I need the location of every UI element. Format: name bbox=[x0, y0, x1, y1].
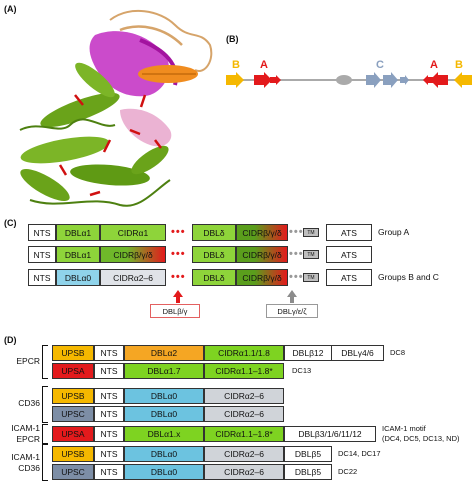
group-label: Group A bbox=[378, 227, 410, 237]
dbl-delta-box: DBLδ bbox=[192, 269, 236, 286]
ellipsis-dots: ••• bbox=[171, 248, 186, 260]
cidr-box: CIDRα2–6 bbox=[204, 446, 284, 462]
cidr-box: CIDRβ/γ/δ bbox=[100, 246, 166, 263]
group-bracket bbox=[42, 444, 48, 481]
dbl-delta-box: DBLδ bbox=[192, 224, 236, 241]
cidr-box: CIDRα1.1–1.8* bbox=[204, 363, 284, 379]
dbl-tail-box: DBLβ5 bbox=[284, 446, 332, 462]
cassette-note: DC14, DC17 bbox=[338, 449, 381, 458]
cidr-box: CIDRα2–6 bbox=[204, 406, 284, 422]
gene-letter-b-right: B bbox=[455, 59, 463, 71]
protein-structure-image bbox=[19, 9, 213, 207]
ups-box: UPSC bbox=[52, 406, 94, 422]
gene-letter-c: C bbox=[376, 59, 384, 71]
dbl-alpha-box: DBLα1.7 bbox=[124, 363, 204, 379]
nts-box: NTS bbox=[94, 388, 124, 404]
pointer-arrows bbox=[173, 290, 297, 303]
dbl-alpha-box: DBLα1 bbox=[56, 224, 100, 241]
panel-d-label: (D) bbox=[4, 335, 17, 345]
gene-arrow-c bbox=[366, 72, 381, 88]
cassette-note: DC13 bbox=[292, 366, 312, 375]
dbl-alpha-box: DBLα0 bbox=[124, 446, 204, 462]
tm-box: TM bbox=[303, 250, 319, 259]
tm-box: TM bbox=[303, 273, 319, 282]
nts-box: NTS bbox=[28, 246, 56, 263]
ups-box: UPSA bbox=[52, 426, 94, 442]
ups-box: UPSC bbox=[52, 464, 94, 480]
ellipsis-dots: ••• bbox=[289, 248, 304, 260]
receptor-group-label: CD36 bbox=[18, 398, 40, 408]
dbl-alpha-box: DBLα0 bbox=[124, 388, 204, 404]
ats-box: ATS bbox=[326, 224, 372, 241]
ats-box: ATS bbox=[326, 269, 372, 286]
gene-arrow-a-right bbox=[430, 72, 448, 88]
dbl-alpha-box: DBLα0 bbox=[56, 269, 100, 286]
dbl-beta-gamma-label: DBLβ/γ bbox=[150, 304, 200, 318]
ellipsis-dots: ••• bbox=[289, 226, 304, 238]
gene-arrow-a-left bbox=[254, 72, 272, 88]
dbl-tail-box: DBLγ4/6 bbox=[332, 345, 384, 361]
dbl-tail-box: DBLβ3/1/6/11/12 bbox=[284, 426, 376, 442]
gene-arrow-b-right bbox=[454, 72, 472, 88]
dbl-gamma-epsilon-zeta-label: DBLγ/ε/ζ bbox=[266, 304, 318, 318]
gene-letter-b-left: B bbox=[232, 59, 240, 71]
cidr-box: CIDRβ/γ/δ bbox=[236, 269, 288, 286]
panel-c-label: (C) bbox=[4, 218, 17, 228]
dbl-alpha-box: DBLα0 bbox=[124, 406, 204, 422]
cidr-box: CIDRα1.1/1.8 bbox=[204, 345, 284, 361]
receptor-group-label: EPCR bbox=[16, 356, 40, 366]
cassette-note: DC8 bbox=[390, 348, 406, 357]
gene-letter-a-left: A bbox=[260, 59, 268, 71]
nts-box: NTS bbox=[94, 464, 124, 480]
ups-box: UPSA bbox=[52, 363, 94, 379]
receptor-group-label: ICAM-1 EPCR bbox=[11, 423, 40, 444]
group-bracket bbox=[42, 345, 48, 379]
nts-box: NTS bbox=[94, 426, 124, 442]
cidr-box: CIDRα1 bbox=[100, 224, 166, 241]
ats-box: ATS bbox=[326, 246, 372, 263]
cassette-note: ICAM-1 motif (DC4, DC5, DC13, ND) bbox=[382, 424, 460, 443]
panel-a-label: (A) bbox=[4, 4, 17, 14]
ellipsis-dots: ••• bbox=[289, 271, 304, 283]
cassette-note: DC22 bbox=[338, 467, 358, 476]
dbl-delta-box: DBLδ bbox=[192, 246, 236, 263]
red-up-arrow bbox=[173, 290, 183, 303]
dbl-alpha-box: DBLα1.x bbox=[124, 426, 204, 442]
genome-locus-diagram: B A C A B bbox=[226, 59, 472, 88]
dbl-tail-box: DBLβ5 bbox=[284, 464, 332, 480]
cidr-box: CIDRα2–6 bbox=[100, 269, 166, 286]
tm-box: TM bbox=[303, 228, 319, 237]
cidr-box: CIDRα2–6 bbox=[204, 464, 284, 480]
nts-box: NTS bbox=[94, 345, 124, 361]
ups-box: UPSB bbox=[52, 345, 94, 361]
nts-box: NTS bbox=[94, 406, 124, 422]
nts-box: NTS bbox=[94, 363, 124, 379]
cidr-box: CIDRβ/γ/δ bbox=[236, 224, 288, 241]
centromere-oval bbox=[336, 75, 352, 85]
ellipsis-dots: ••• bbox=[171, 271, 186, 283]
dbl-alpha-box: DBLα1 bbox=[56, 246, 100, 263]
group-bracket bbox=[42, 386, 48, 423]
group-bracket bbox=[42, 424, 48, 444]
gene-letter-a-right: A bbox=[430, 59, 438, 71]
cidr-box: CIDRβ/γ/δ bbox=[236, 246, 288, 263]
ups-box: UPSB bbox=[52, 388, 94, 404]
cidr-box: CIDRα1.1–1.8* bbox=[204, 426, 284, 442]
nts-box: NTS bbox=[94, 446, 124, 462]
nts-box: NTS bbox=[28, 269, 56, 286]
grey-up-arrow bbox=[287, 290, 297, 303]
gene-arrow-b-left bbox=[226, 72, 244, 88]
ellipsis-dots: ••• bbox=[171, 226, 186, 238]
dbl-alpha-box: DBLα2 bbox=[124, 345, 204, 361]
cidr-box: CIDRα2–6 bbox=[204, 388, 284, 404]
ups-box: UPSB bbox=[52, 446, 94, 462]
receptor-group-label: ICAM-1 CD36 bbox=[11, 452, 40, 473]
dbl-alpha-box: DBLα0 bbox=[124, 464, 204, 480]
panel-b-label: (B) bbox=[226, 34, 239, 44]
nts-box: NTS bbox=[28, 224, 56, 241]
group-label: Groups B and C bbox=[378, 272, 439, 282]
dbl-tail-box: DBLβ12 bbox=[284, 345, 332, 361]
